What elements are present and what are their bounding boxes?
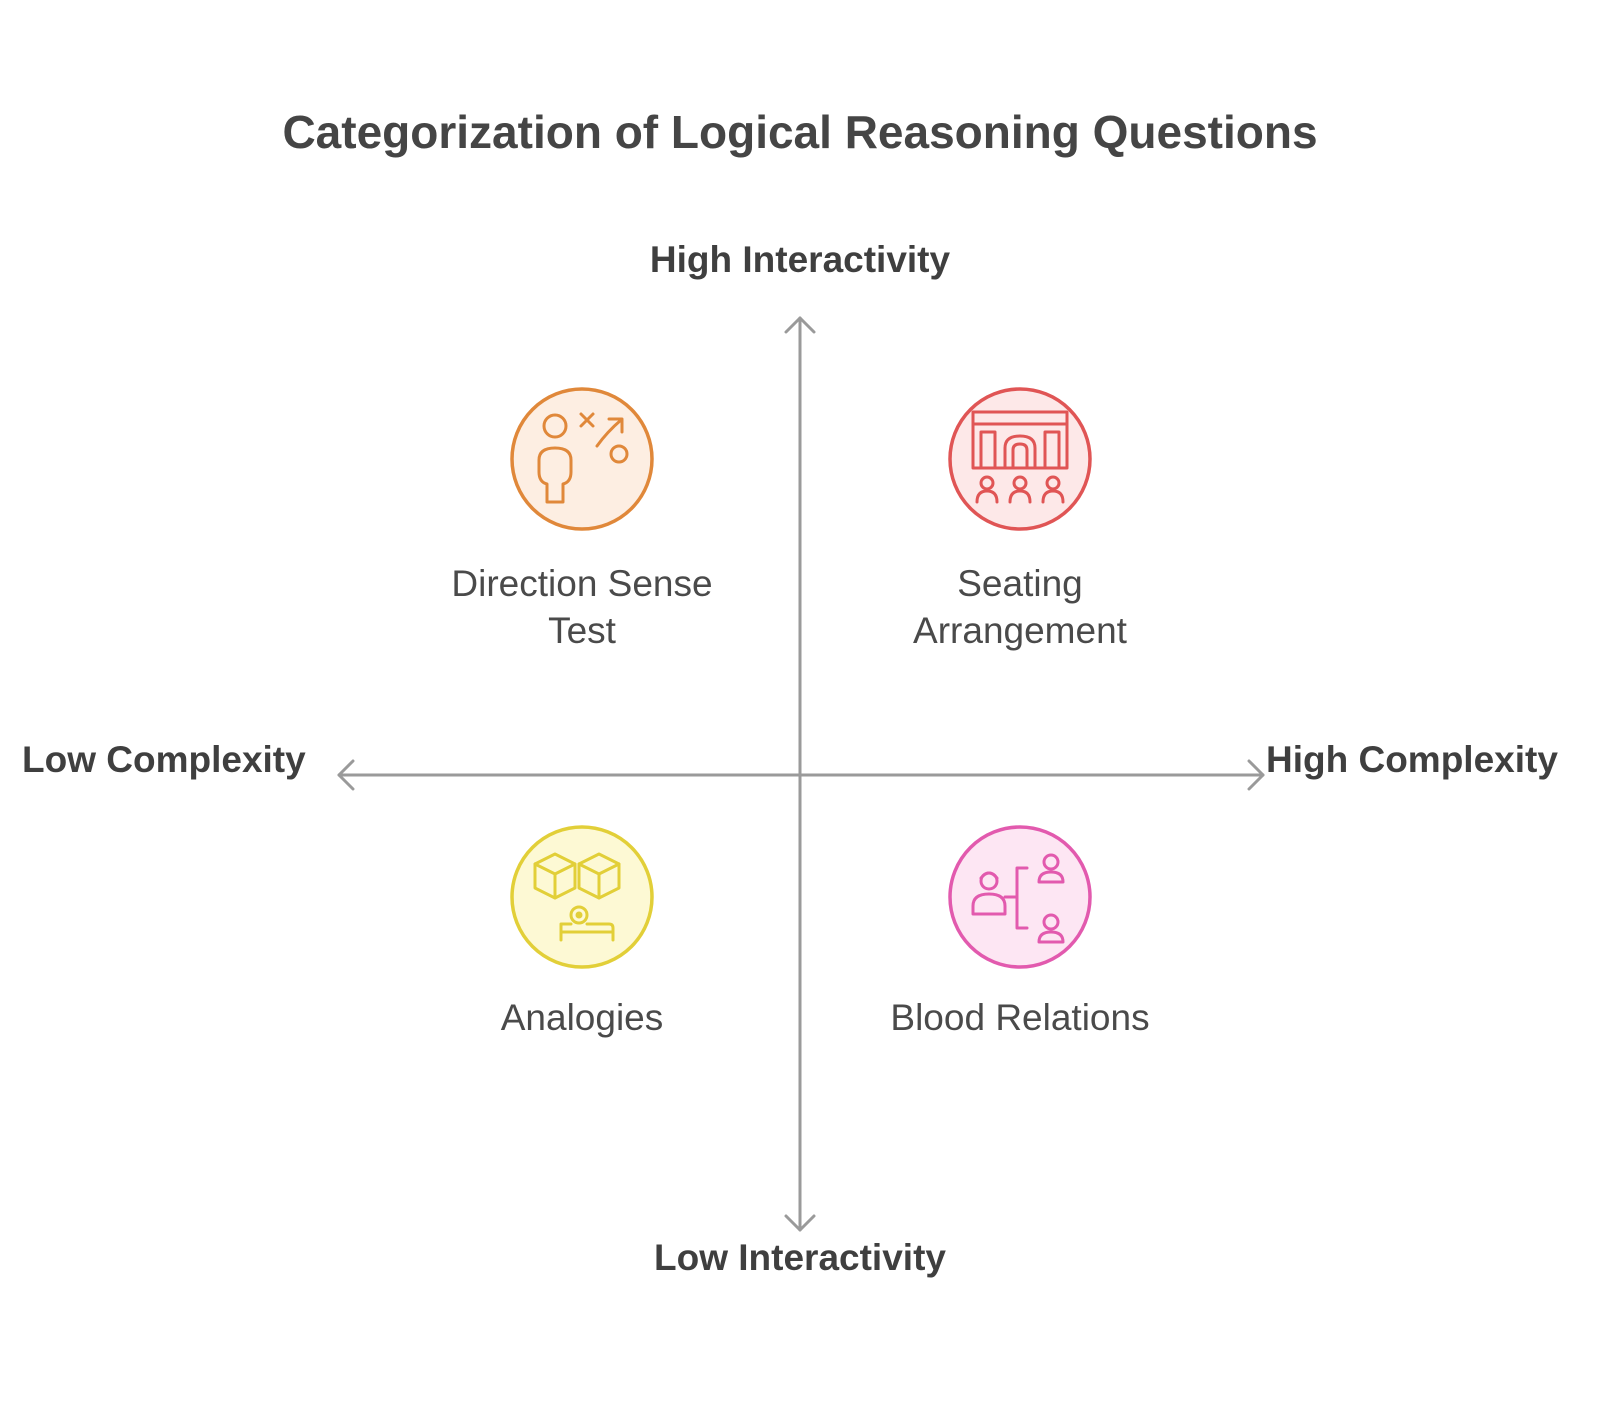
arrow-down-icon bbox=[784, 1214, 816, 1232]
quadrant-label-analogies: Analogies bbox=[500, 997, 664, 1038]
seating-icon bbox=[948, 387, 1092, 531]
axis-label-left: Low Complexity bbox=[22, 739, 306, 780]
arrow-left-icon bbox=[337, 759, 355, 791]
direction-person-icon bbox=[510, 387, 654, 531]
axis-label-top: High Interactivity bbox=[649, 239, 951, 280]
axis-label-right: High Complexity bbox=[1266, 739, 1558, 780]
cubes-icon bbox=[510, 825, 654, 969]
axis-label-bottom: Low Interactivity bbox=[654, 1237, 946, 1278]
family-tree-icon bbox=[948, 825, 1092, 969]
quadrant-label-blood-relations: Blood Relations bbox=[890, 997, 1150, 1038]
arrow-right-icon bbox=[1247, 759, 1265, 791]
quadrant-label-seating-arrangement: Seating Arrangement bbox=[913, 563, 1127, 651]
diagram-title: Categorization of Logical Reasoning Ques… bbox=[282, 106, 1318, 158]
arrow-up-icon bbox=[784, 316, 816, 334]
quadrant-label-direction-sense: Direction Sense Test bbox=[451, 563, 713, 651]
